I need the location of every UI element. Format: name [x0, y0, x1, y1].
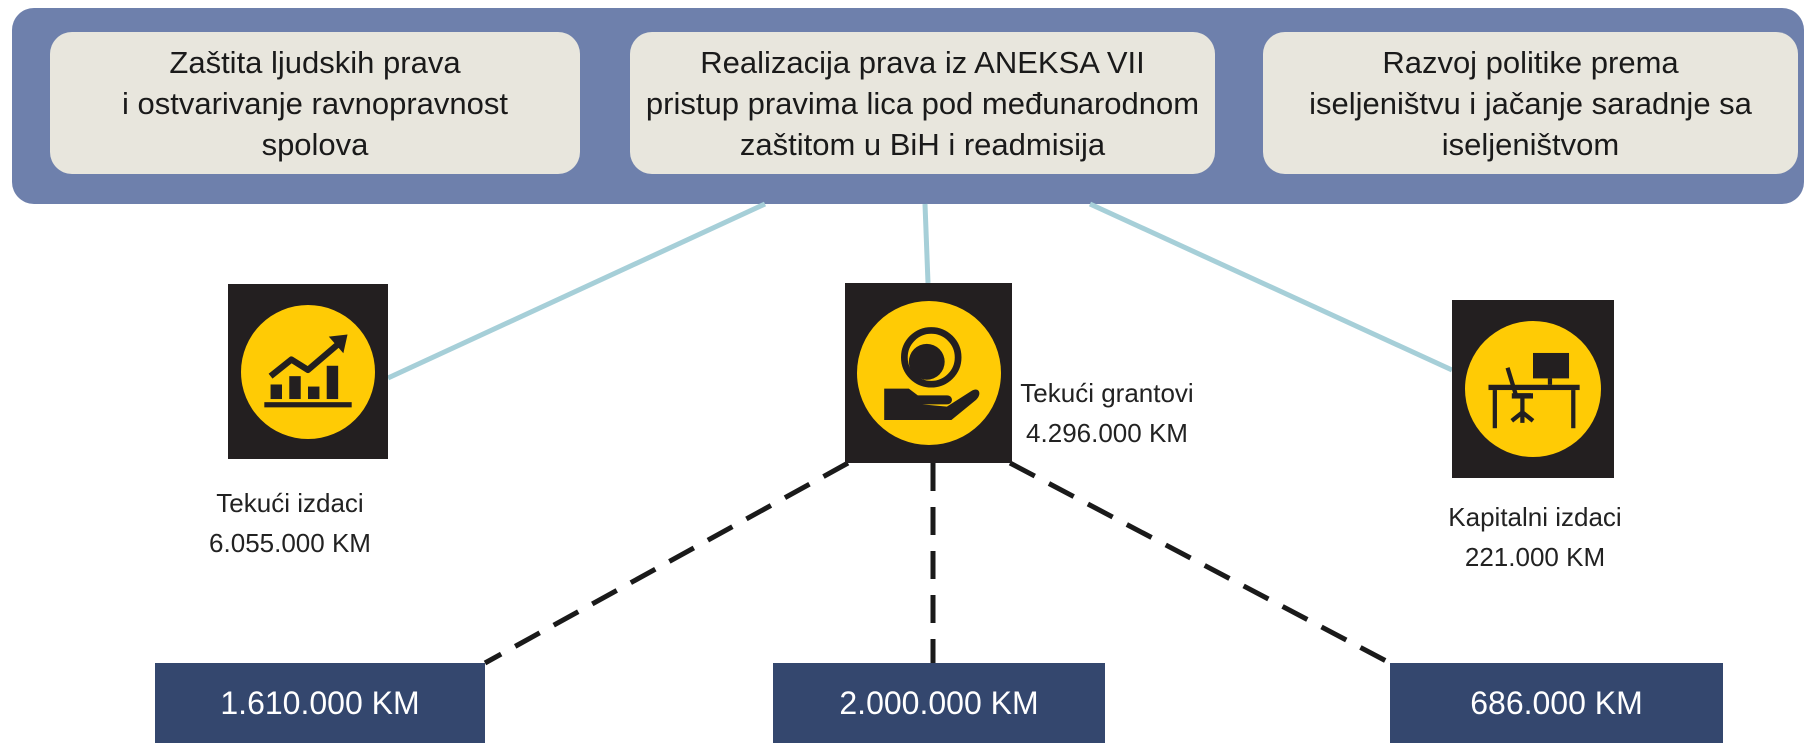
current-expenses-amount: 6.055.000 KM — [209, 528, 371, 558]
grant-amount-3: 686.000 KM — [1470, 684, 1643, 721]
category-human-rights: Zaštita ljudskih prava i ostvarivanje ra… — [50, 32, 580, 174]
current-grants-tile — [845, 283, 1012, 463]
current-grants-amount: 4.296.000 KM — [1026, 418, 1188, 448]
category-annex-vii-label: Realizacija prava iz ANEKSA VII pristup … — [645, 44, 1200, 162]
capital-expenses-amount: 221.000 KM — [1464, 542, 1606, 572]
category-human-rights-label: Zaštita ljudskih prava i ostvarivanje ra… — [122, 44, 508, 162]
connector-to-current-grants — [922, 203, 931, 284]
current-grants-title: Tekući grantovi — [1020, 378, 1194, 408]
connector-to-capital-expenses — [1088, 201, 1454, 373]
current-grants-badge — [856, 301, 1001, 445]
current-grants-label: Tekući grantovi 4.296.000 KM — [1012, 373, 1202, 453]
growth-chart-icon — [264, 334, 352, 407]
dashed-link-grant-1 — [483, 460, 850, 666]
capital-expenses-tile — [1452, 300, 1614, 478]
grant-amount-1: 1.610.000 KM — [220, 684, 420, 721]
grant-amount-box-1: 1.610.000 KM — [155, 663, 485, 743]
office-desk-icon — [1488, 352, 1580, 429]
category-annex-vii: Realizacija prava iz ANEKSA VII pristup … — [630, 32, 1215, 174]
capital-expenses-title: Kapitalni izdaci — [1448, 502, 1622, 532]
grant-amount-2: 2.000.000 KM — [839, 684, 1039, 721]
capital-expenses-label: Kapitalni izdaci 221.000 KM — [1420, 497, 1650, 577]
hand-globe-icon — [883, 327, 979, 421]
dashed-link-grant-3 — [1008, 460, 1392, 666]
capital-expenses-badge — [1465, 321, 1601, 457]
current-expenses-title: Tekući izdaci — [216, 488, 364, 518]
grant-amount-box-2: 2.000.000 KM — [773, 663, 1105, 743]
grant-amount-box-3: 686.000 KM — [1390, 663, 1723, 743]
current-expenses-badge — [241, 304, 375, 439]
category-diaspora-label: Razvoj politike prema iseljeništvu i jač… — [1309, 44, 1752, 162]
current-expenses-tile — [228, 284, 388, 459]
category-diaspora: Razvoj politike prema iseljeništvu i jač… — [1263, 32, 1798, 174]
connector-to-current-expenses — [386, 201, 767, 381]
current-expenses-label: Tekući izdaci 6.055.000 KM — [180, 483, 400, 563]
